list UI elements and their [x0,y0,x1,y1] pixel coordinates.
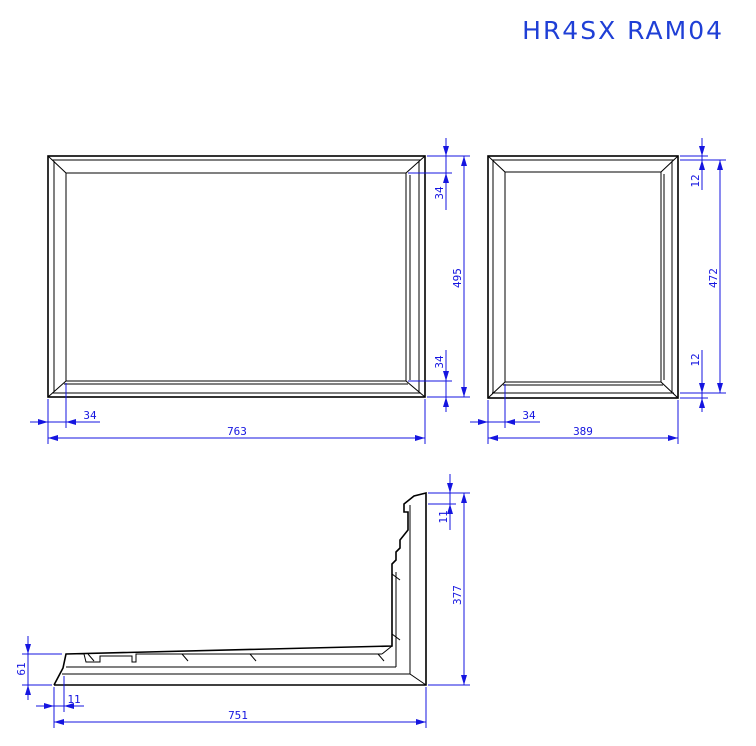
dim-left-rail-top: 34 [433,186,446,200]
dim-left-stile: 34 [83,409,97,422]
dims-front-right: 12 472 12 34 389 [470,138,726,444]
section-profile-outer [53,491,427,686]
front-view-left [47,155,426,398]
drawing-title: HR4SX RAM04 [522,16,724,45]
dim-section-base: 61 [15,662,28,675]
dim-section-offset-left: 11 [67,693,80,706]
dim-right-rail-bottom: 12 [689,353,702,366]
frame-inner-left [65,172,407,382]
dim-right-stile: 34 [522,409,536,422]
dim-left-height: 495 [451,268,464,288]
dims-section: 11 377 61 11 751 [15,474,470,728]
frame-inner-right [504,171,662,383]
frame-outer-right [487,155,679,399]
dim-left-rail-bottom: 34 [433,355,446,369]
frame-outer-left [47,155,426,398]
dim-section-offset-top: 11 [437,510,450,523]
dim-right-width: 389 [573,425,593,438]
dim-right-height: 472 [707,268,720,288]
dims-front-left: 34 495 34 34 763 [30,138,470,444]
dim-left-width: 763 [227,425,247,438]
dim-section-height: 377 [451,585,464,605]
section-view [53,491,427,686]
dim-right-rail-top: 12 [689,174,702,187]
front-view-right [487,155,679,399]
dim-section-length: 751 [228,709,248,722]
